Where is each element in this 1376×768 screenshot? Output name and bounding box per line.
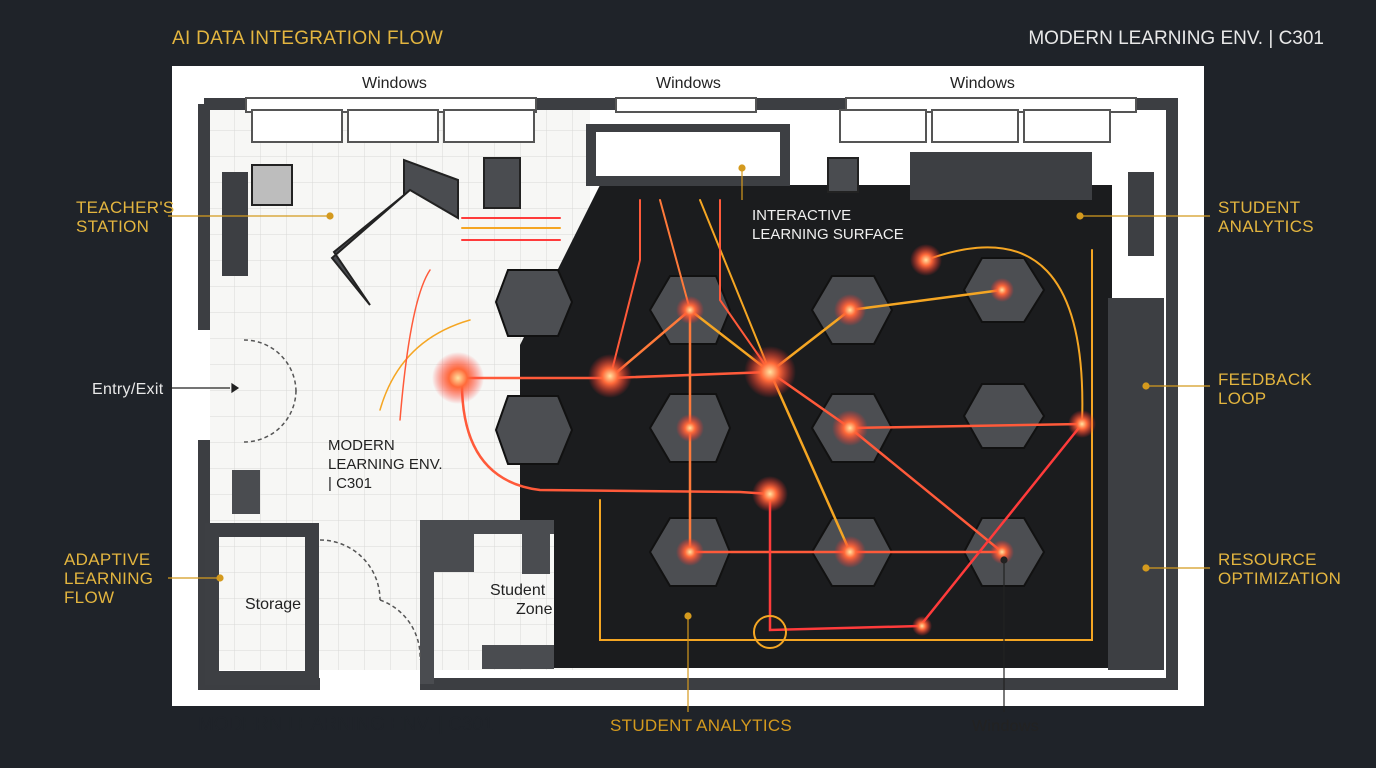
callout-windows-bottom: Windows	[972, 718, 1040, 735]
table-a1	[494, 269, 574, 337]
callout-student-analytics-bottom: STUDENT ANALYTICS	[610, 716, 793, 735]
window-label-2: Windows	[656, 75, 721, 92]
table-d2	[962, 383, 1046, 449]
storage-block	[205, 523, 319, 685]
entry-doors	[243, 339, 421, 661]
top-cabinet	[910, 152, 1092, 200]
room-id-footer: MODERN LEARNING ENV. | C301	[198, 714, 494, 735]
teacher-desk	[251, 157, 859, 306]
window-frames	[245, 97, 1137, 143]
right-storage-wall	[1108, 298, 1164, 670]
label-storage: Storage	[245, 596, 302, 613]
page-title: AI DATA INTEGRATION FLOW	[172, 28, 444, 49]
callout-entry-exit: Entry/Exit	[92, 381, 164, 398]
callout-leaders	[168, 164, 1210, 712]
window-label-3: Windows	[950, 75, 1015, 92]
flow-nodes	[432, 244, 1096, 649]
table-a2	[494, 395, 574, 465]
student-zone-block	[420, 520, 554, 684]
window-label-1: Windows	[362, 75, 427, 92]
room-id-header: MODERN LEARNING ENV. | C301	[1028, 28, 1324, 49]
